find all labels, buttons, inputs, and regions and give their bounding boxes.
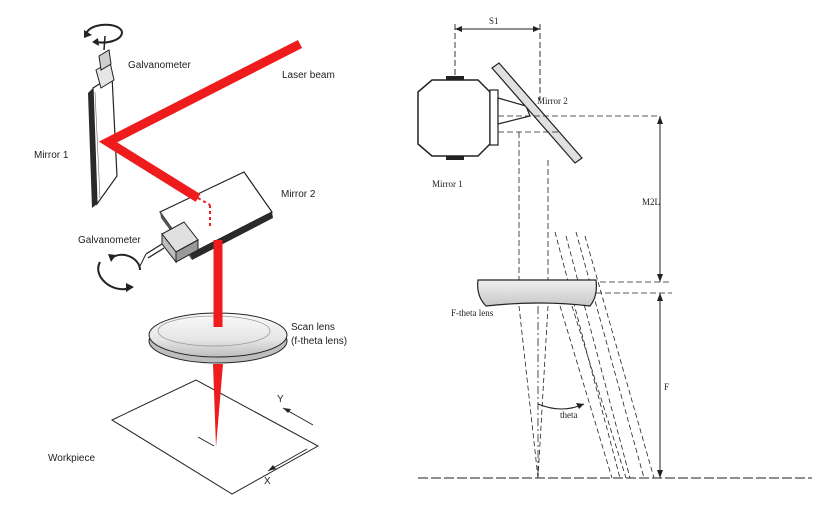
label-f-theta-lens: F-theta lens — [451, 308, 494, 318]
label-y-axis: Y — [277, 394, 284, 405]
m2l-dimension — [600, 116, 672, 283]
s1-dimension — [454, 24, 541, 100]
x-axis-arrow — [267, 448, 308, 472]
f-dimension — [657, 293, 663, 478]
label-m2l: M2L — [642, 197, 660, 207]
label-scan-lens-sub: (f-theta lens) — [291, 336, 347, 347]
label-x-axis: X — [264, 476, 271, 487]
label-laser-beam: Laser beam — [282, 70, 335, 81]
left-diagram: Galvanometer Laser beam Mirror 1 Mirror … — [34, 23, 347, 495]
laser-beam — [98, 39, 303, 447]
galvanometer-bottom — [97, 221, 199, 292]
right-diagram — [417, 24, 812, 479]
label-s1: S1 — [489, 16, 499, 26]
label-workpiece: Workpiece — [48, 453, 95, 464]
label-scan-lens: Scan lens — [291, 322, 335, 333]
y-axis-arrow — [282, 407, 314, 426]
mirror1-galvo — [417, 76, 499, 160]
workpiece-plane — [110, 379, 320, 495]
label-right-mirror2: Mirror 2 — [537, 96, 568, 106]
mirror2-plate — [491, 62, 583, 164]
scan-lens — [148, 312, 288, 364]
galvanometer-top — [84, 23, 123, 89]
f-theta-lens — [477, 279, 672, 307]
label-galvanometer-bottom: Galvanometer — [78, 235, 141, 246]
label-galvanometer-top: Galvanometer — [128, 60, 191, 71]
label-mirror1: Mirror 1 — [34, 150, 69, 161]
label-f: F — [664, 382, 669, 392]
label-mirror2: Mirror 2 — [281, 189, 316, 200]
label-right-mirror1: Mirror 1 — [432, 179, 463, 189]
label-theta: theta — [560, 410, 578, 420]
